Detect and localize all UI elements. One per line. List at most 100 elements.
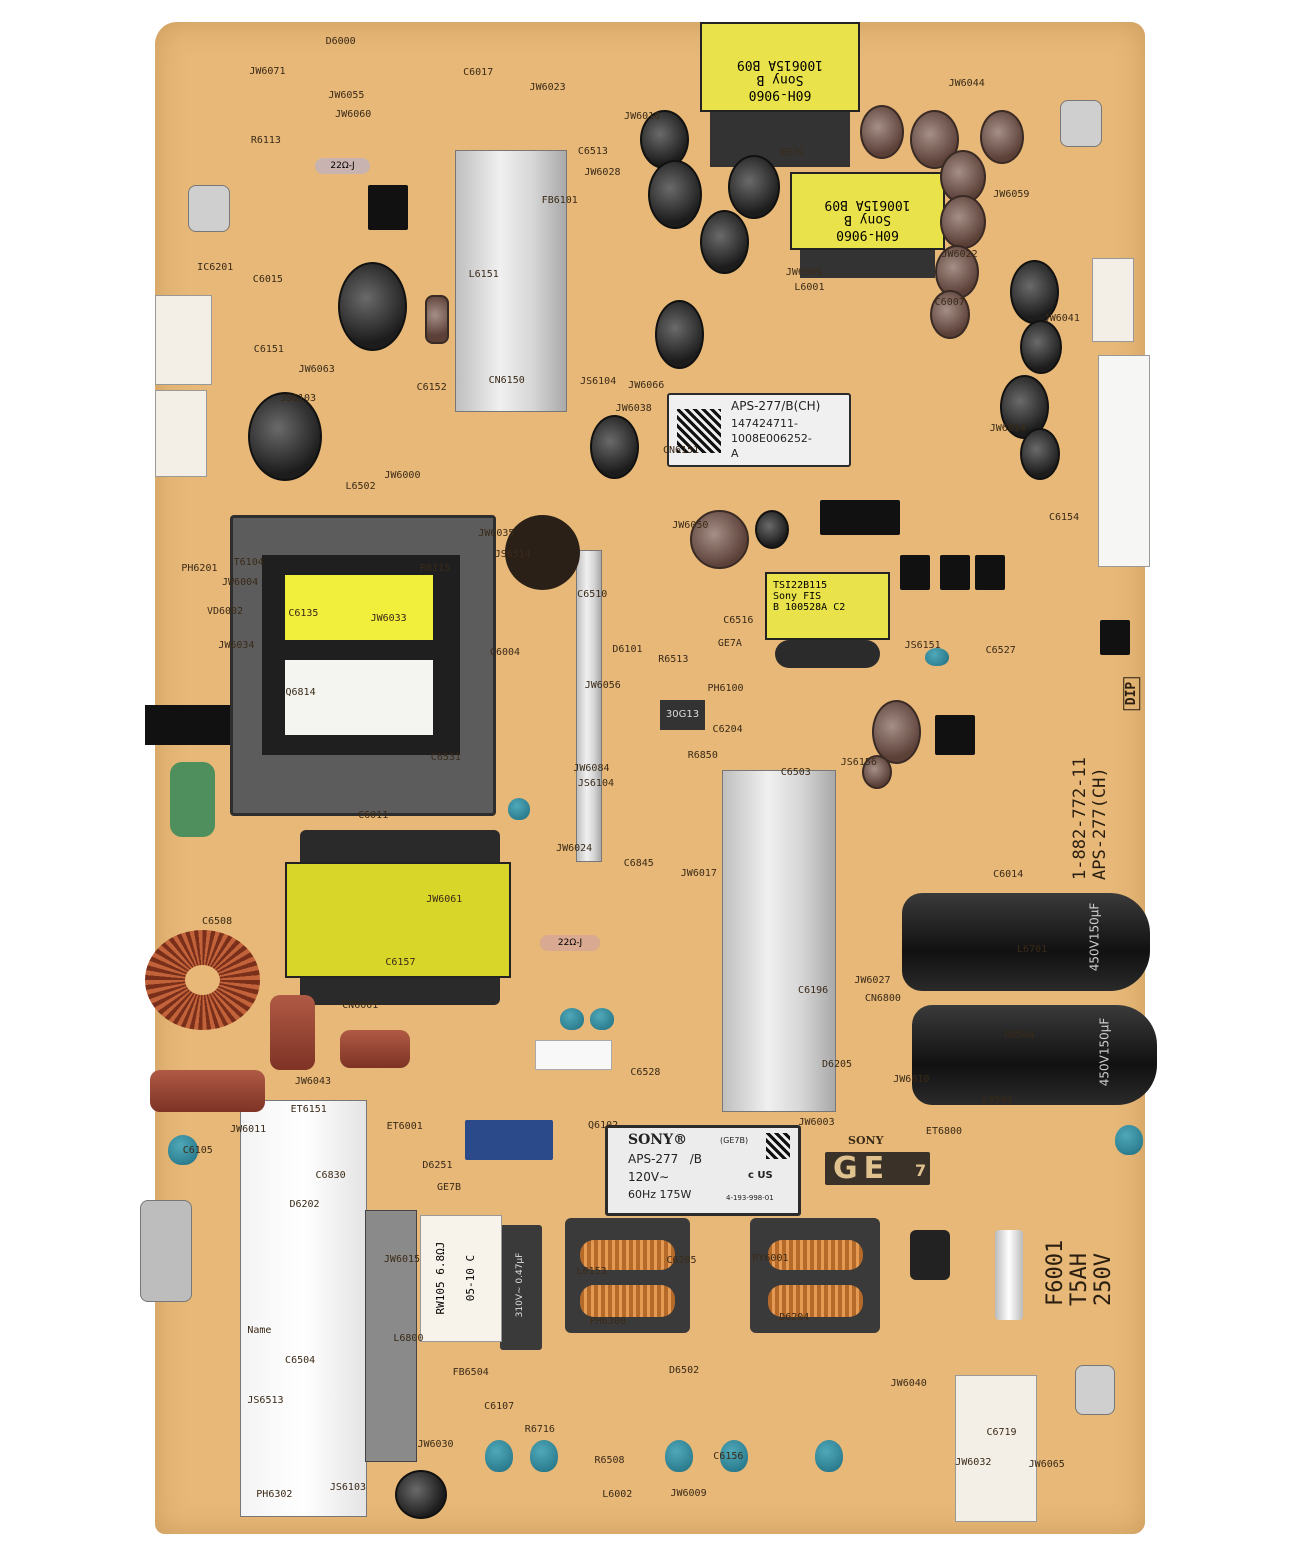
silkscreen-label: L6701 [1017,944,1048,956]
silkscreen-label: C6152 [416,382,447,394]
inductor-30g13: 30G13 [660,700,705,730]
board-code: (GE7B) [720,1136,749,1145]
silkscreen-label: T6104 [233,557,264,569]
mounting-tab-top-right [1060,100,1102,147]
resistor-2w: 22Ω-J [315,158,370,174]
fuse-marking: F6001 T5AH 250V [1043,1146,1116,1306]
mounting-tab-bottom-left [140,1200,192,1302]
connector-cn6001 [955,1375,1037,1522]
choke-winding [580,1285,675,1317]
silkscreen-label: L6151 [468,268,499,280]
silkscreen-label: D6502 [669,1365,700,1377]
ceramic-capacitor [168,1135,198,1165]
film-capacitor [150,1070,265,1112]
fuse-ref: F6001 [1043,1239,1068,1306]
model-number: APS-277 /B [628,1152,703,1166]
silkscreen-label: C6527 [985,645,1016,657]
brand-logo: SONY® [628,1132,688,1148]
silkscreen-label: JW6063 [298,363,335,375]
transformer-top-1-base [710,112,850,167]
cement-resistor: RW105 6.8ΩJ 05-10 C [420,1215,502,1342]
silkscreen-label: C6204 [712,723,743,735]
silkscreen-label: C6157 [385,956,416,968]
silkscreen-label: JW6030 [417,1439,454,1451]
silkscreen-label: R6513 [658,653,689,665]
transformer-marking: Sony B [844,212,891,227]
capacitor [1020,320,1062,374]
model-number: APS-277/B(CH) [731,399,821,413]
silkscreen-label: ET6001 [386,1121,423,1133]
silkscreen-label: JW6050 [672,520,709,531]
silkscreen-label: JW6035 [478,527,515,539]
silkscreen-label: GE7C [780,147,805,159]
connector-cn6800 [155,390,207,477]
silkscreen-label: JS6151 [904,639,941,651]
silkscreen-label: JW6065 [1028,1458,1065,1470]
transformer-marking: Sony B [756,72,804,87]
ceramic-capacitor [1115,1125,1143,1155]
silkscreen-label: CN6151 [662,444,700,456]
silkscreen-label: RY6001 [752,1252,789,1264]
model-label: APS-277/B(CH) 147424711- 1008E006252- A [667,393,851,467]
mov-vd6002 [910,1230,950,1280]
ceramic-capacitor [590,1008,614,1030]
silkscreen-label: L6002 [602,1489,633,1501]
silkscreen-label: L6001 [794,282,825,294]
heatsink-narrow [576,550,602,862]
silkscreen-label: CN6800 [864,993,901,1005]
speaker-disc [505,515,580,590]
film-capacitor [270,995,315,1070]
silkscreen-label: JW6059 [993,188,1030,200]
silkscreen-label: JS6103 [329,1481,366,1493]
silkscreen-label: C6845 [623,858,654,870]
silkscreen-label: L6504 [982,1094,1013,1106]
sony-silkscreen: SONY [848,1134,884,1147]
ul-mark: c US [748,1170,773,1181]
transformer-white-tape [285,660,433,735]
silkscreen-label: JW6032 [955,1456,992,1468]
capacitor [1020,428,1060,480]
silkscreen-label: C6107 [484,1400,515,1412]
optocoupler-ph6302 [975,555,1005,590]
silkscreen-label: C6154 [1048,512,1080,523]
silkscreen-label: JW6010 [893,1074,930,1086]
silkscreen-label: JW6060 [335,108,372,120]
silkscreen-label: FB6504 [452,1367,489,1379]
silkscreen-label: JW6014 [989,423,1026,435]
capacitor [755,510,789,549]
silkscreen-label: R6113 [250,135,281,147]
silkscreen-label: C6156 [713,1451,744,1463]
choke-winding [768,1240,863,1270]
silkscreen-label: C6513 [577,145,608,157]
capacitor [338,262,407,351]
transformer-top-1: 60H-9060 Sony B 100615A B09 [700,22,860,112]
pfc-transformer-yellow [285,862,511,978]
silkscreen-label: JW6024 [556,842,593,854]
rating-label: SONY® (GE7B) APS-277 /B 120V∼ 60Hz 175W … [605,1125,801,1216]
silkscreen-label: C6510 [577,588,608,600]
silkscreen-label: GE7B [436,1181,462,1193]
capacitor [935,245,979,299]
silkscreen-label: JS6104 [577,778,614,790]
ceramic-capacitor [485,1440,513,1472]
ceramic-capacitor [530,1440,558,1472]
connector-jw6050 [155,295,212,385]
silkscreen-label: JW6033 [370,612,407,624]
optocoupler-ph6100 [940,555,970,590]
silkscreen-label: PH6201 [181,563,218,575]
silkscreen-label: C6004 [489,647,521,659]
capacitor [872,700,921,764]
dip-marking: DIP [1123,676,1141,711]
power-rating: 60Hz 175W [628,1188,692,1201]
silkscreen-label: JW6034 [218,640,255,652]
capacitor-marking: 450V150μF [1097,1017,1112,1087]
silkscreen-label: JS6104 [580,376,617,388]
capacitor [728,155,780,219]
silkscreen-label: JW6011 [230,1123,267,1135]
silkscreen-label: PH6302 [256,1489,293,1501]
ceramic-capacitor [720,1440,748,1472]
x-capacitor: 310V~ 0.47μF [500,1225,542,1350]
silkscreen-label: JW6015 [383,1254,421,1266]
bulk-capacitor-1 [902,893,1150,991]
silkscreen-label: D6000 [325,36,356,48]
